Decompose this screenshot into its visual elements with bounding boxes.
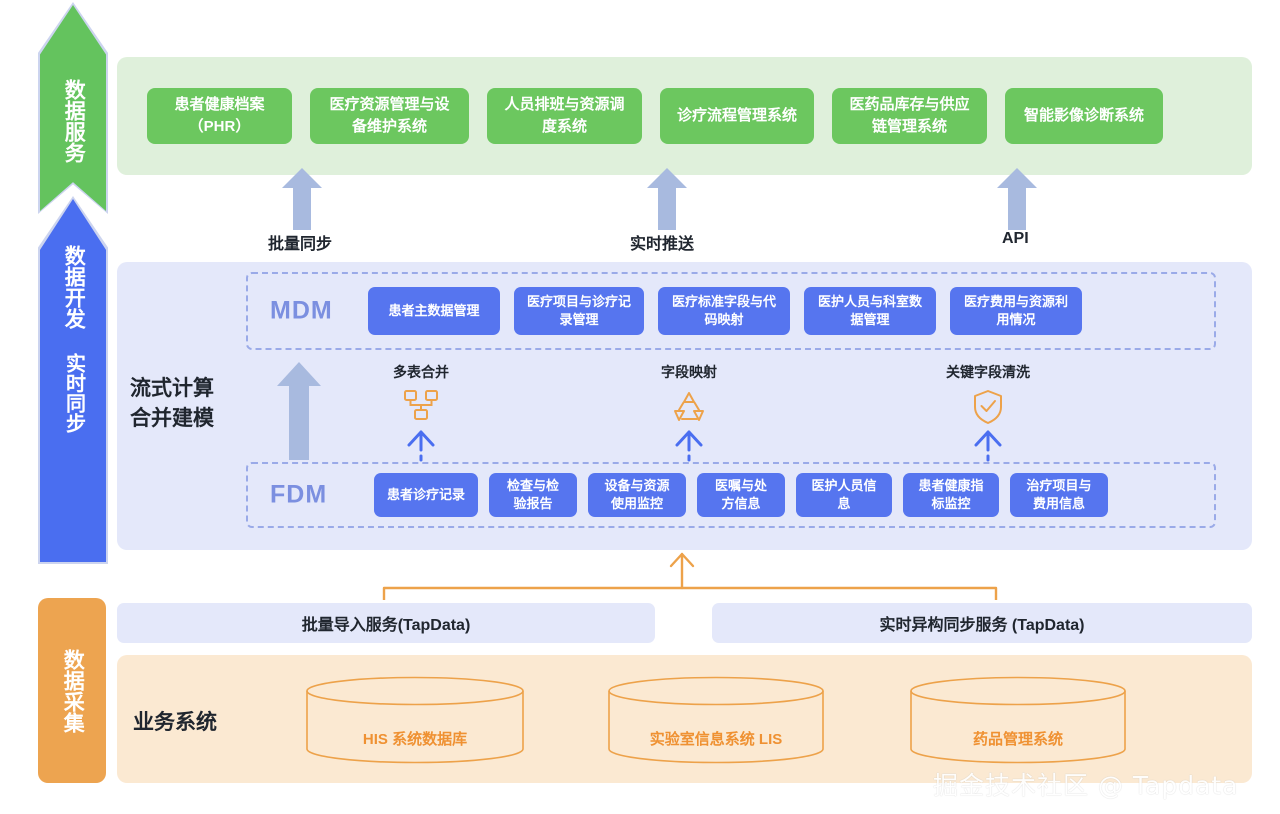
service-card-label: 医药品库存与供应链管理系统 (849, 96, 970, 135)
mdm-card-treatment-record[interactable]: 医疗项目与诊疗记录管理 (514, 287, 644, 335)
service-card-resource-mgmt[interactable]: 医疗资源管理与设备维护系统 (310, 88, 469, 144)
stream-compute-line1: 流式计算 (130, 377, 214, 400)
transform-merge-tables: 多表合并 (361, 362, 481, 472)
rail-data-service: 数据服务 (38, 2, 108, 214)
fdm-card-treatment-record[interactable]: 患者诊疗记录 (374, 473, 478, 517)
rail-realtime-sync-label: 实时同步 (62, 353, 85, 433)
merge-tables-icon (361, 386, 481, 428)
stream-compute-line2: 合并建模 (130, 407, 214, 431)
stream-compute-label: 流式计算 合并建模 (130, 374, 214, 435)
mdm-card-standard-code-map[interactable]: 医疗标准字段与代码映射 (658, 287, 790, 335)
mdm-card-patient-master[interactable]: 患者主数据管理 (368, 287, 500, 335)
transform-label: 字段映射 (661, 364, 717, 380)
fdm-card-health-index[interactable]: 患者健康指标监控 (903, 473, 999, 517)
fdm-card-prescription[interactable]: 医嘱与处方信息 (697, 473, 785, 517)
fdm-card-label: 患者健康指标监控 (918, 477, 984, 511)
service-layer-panel: 患者健康档案（PHR） 医疗资源管理与设备维护系统 人员排班与资源调度系统 诊疗… (117, 57, 1252, 175)
tapdata-realtime-sync-service[interactable]: 实时异构同步服务 (TapData) (712, 603, 1252, 643)
fdm-card-label: 医嘱与处方信息 (714, 477, 767, 511)
transform-label: 多表合并 (393, 364, 449, 380)
cylinder-icon (608, 676, 824, 764)
mdm-title: MDM (270, 296, 333, 325)
rail-data-development-body: 数据开发 实时同步 (40, 199, 106, 562)
rail-data-service-label: 数据服务 (62, 79, 86, 163)
cylinder-icon (910, 676, 1126, 764)
database-pharmacy[interactable]: 药品管理系统 (909, 676, 1127, 764)
tapdata-batch-import-service[interactable]: 批量导入服务(TapData) (117, 603, 655, 643)
rail-data-service-body: 数据服务 (40, 5, 106, 211)
service-card-row: 患者健康档案（PHR） 医疗资源管理与设备维护系统 人员排班与资源调度系统 诊疗… (117, 57, 1252, 175)
fdm-card-exam-report[interactable]: 检查与检验报告 (489, 473, 577, 517)
mdm-card-label: 医疗项目与诊疗记录管理 (526, 293, 631, 327)
mdm-card-label: 医疗费用与资源利用情况 (963, 293, 1068, 327)
fdm-to-mdm-arrow-icon (277, 362, 321, 460)
rail-data-collection: 数据采集 (38, 598, 106, 783)
service-card-label: 智能影像诊断系统 (1023, 107, 1144, 125)
service-card-label: 诊疗流程管理系统 (676, 107, 797, 125)
service-card-ai-imaging[interactable]: 智能影像诊断系统 (1005, 88, 1163, 144)
cleansing-up-arrow-icon (928, 428, 1048, 472)
fdm-card-label: 患者诊疗记录 (386, 486, 465, 502)
service-card-label: 患者健康档案（PHR） (174, 96, 265, 135)
mdm-card-label: 医疗标准字段与代码映射 (671, 293, 776, 327)
mdm-card-cost-resource[interactable]: 医疗费用与资源利用情况 (950, 287, 1082, 335)
database-label: 实验室信息系统 LIS (649, 731, 783, 748)
mdm-card-label: 患者主数据管理 (388, 302, 480, 318)
fdm-card-label: 医护人员信息 (811, 477, 877, 511)
tapdata-service-label: 批量导入服务(TapData) (301, 617, 471, 634)
tapdata-service-label: 实时异构同步服务 (TapData) (879, 617, 1085, 634)
service-card-staff-schedule[interactable]: 人员排班与资源调度系统 (487, 88, 642, 144)
realtime-push-label: 实时推送 (630, 236, 695, 253)
database-lis[interactable]: 实验室信息系统 LIS (607, 676, 825, 764)
transform-key-field-cleansing: 关键字段清洗 (928, 362, 1048, 472)
transform-field-mapping: 字段映射 (629, 362, 749, 472)
merge-tables-up-arrow-icon (361, 428, 481, 472)
watermark: 掘金技术社区 @ Tapdata (933, 771, 1239, 800)
fdm-title: FDM (270, 480, 328, 509)
cylinder-icon (306, 676, 524, 764)
rail-data-collection-label: 数据采集 (61, 648, 85, 733)
fdm-card-label: 治疗项目与费用信息 (1026, 477, 1092, 511)
fdm-card-staff-info[interactable]: 医护人员信息 (796, 473, 892, 517)
fdm-card-device-monitor[interactable]: 设备与资源使用监控 (588, 473, 686, 517)
service-card-label: 医疗资源管理与设备维护系统 (329, 96, 450, 135)
fdm-group: FDM 患者诊疗记录 检查与检验报告 设备与资源使用监控 医嘱与处方信息 医护人… (246, 462, 1216, 528)
fdm-card-cost-info[interactable]: 治疗项目与费用信息 (1010, 473, 1108, 517)
transform-label: 关键字段清洗 (946, 364, 1030, 380)
database-his[interactable]: HIS 系统数据库 (305, 676, 525, 764)
service-card-clinical-process[interactable]: 诊疗流程管理系统 (660, 88, 814, 144)
mdm-card-row: 患者主数据管理 医疗项目与诊疗记录管理 医疗标准字段与代码映射 医护人员与科室数… (368, 274, 1204, 348)
fdm-card-label: 检查与检验报告 (506, 477, 559, 511)
tapdata-merge-connector-icon (382, 552, 998, 600)
rail-data-development: 数据开发 实时同步 (38, 196, 108, 564)
service-card-label: 人员排班与资源调度系统 (504, 96, 625, 135)
api-arrow-icon (997, 168, 1037, 230)
shield-check-icon (928, 386, 1048, 428)
mdm-card-label: 医护人员与科室数据管理 (817, 293, 922, 327)
realtime-push-arrow-icon (647, 168, 687, 230)
field-mapping-up-arrow-icon (629, 428, 749, 472)
fdm-card-row: 患者诊疗记录 检查与检验报告 设备与资源使用监控 医嘱与处方信息 医护人员信息 … (374, 464, 1204, 526)
mdm-card-staff-dept[interactable]: 医护人员与科室数据管理 (804, 287, 936, 335)
mdm-group: MDM 患者主数据管理 医疗项目与诊疗记录管理 医疗标准字段与代码映射 医护人员… (246, 272, 1216, 350)
api-label: API (1002, 230, 1029, 247)
database-label: 药品管理系统 (972, 731, 1063, 748)
batch-sync-label: 批量同步 (268, 236, 333, 253)
fdm-card-label: 设备与资源使用监控 (604, 477, 670, 511)
batch-sync-arrow-icon (282, 168, 322, 230)
rail-data-development-label: 数据开发 (62, 245, 86, 329)
service-card-drug-supply[interactable]: 医药品库存与供应链管理系统 (832, 88, 987, 144)
service-card-phr[interactable]: 患者健康档案（PHR） (147, 88, 292, 144)
database-label: HIS 系统数据库 (362, 731, 468, 748)
recycle-mapping-icon (629, 386, 749, 428)
business-system-title: 业务系统 (133, 711, 217, 734)
